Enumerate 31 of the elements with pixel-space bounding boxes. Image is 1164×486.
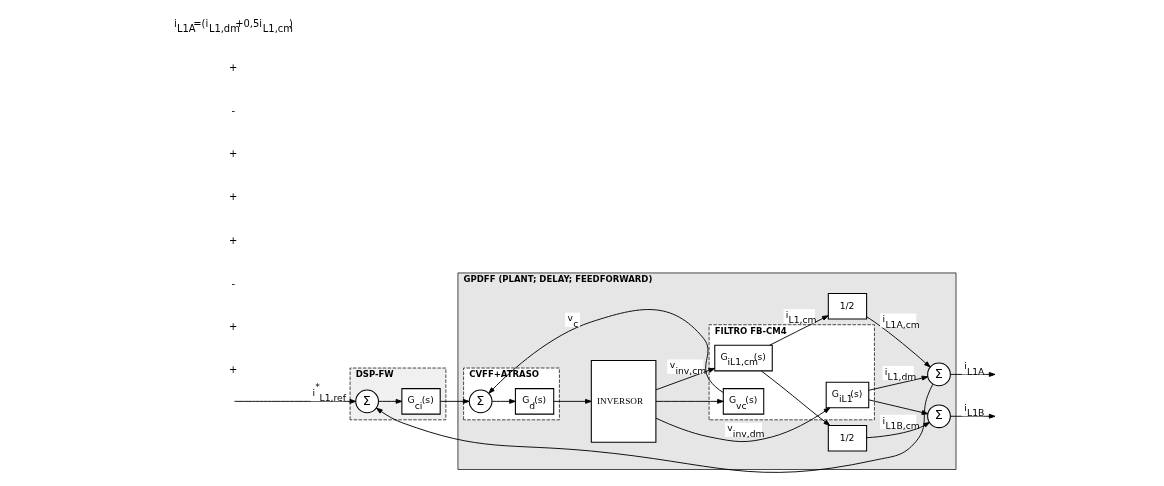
arrow — [761, 370, 831, 426]
arrow — [488, 308, 724, 394]
node-box: INVERSOR — [590, 359, 657, 443]
label: + — [229, 320, 238, 332]
label: + — [229, 61, 238, 73]
arrow — [655, 398, 724, 404]
arrow — [868, 398, 929, 415]
arrow — [868, 375, 929, 391]
node-circle: Σ — [468, 389, 493, 413]
node-box: 1/2 — [827, 424, 868, 452]
arrow — [866, 421, 930, 438]
node-circle: Σ — [927, 403, 951, 428]
label: + — [229, 147, 238, 159]
node-circle: Σ — [927, 362, 951, 386]
label: - — [231, 277, 236, 289]
arrow — [440, 398, 470, 404]
arrow — [949, 371, 996, 377]
arrow — [866, 315, 931, 367]
arrow — [769, 314, 829, 346]
label: + — [229, 190, 238, 202]
arrow — [655, 406, 831, 442]
arrow — [234, 398, 357, 404]
arrow — [949, 413, 996, 419]
label: + — [229, 363, 238, 375]
arrow — [378, 398, 403, 404]
arrow — [553, 398, 592, 404]
label: - — [231, 104, 236, 116]
node-circle: Σ — [355, 389, 379, 413]
label: + — [229, 234, 238, 246]
node-box: 1/2 — [827, 292, 868, 320]
arrow — [491, 398, 516, 404]
